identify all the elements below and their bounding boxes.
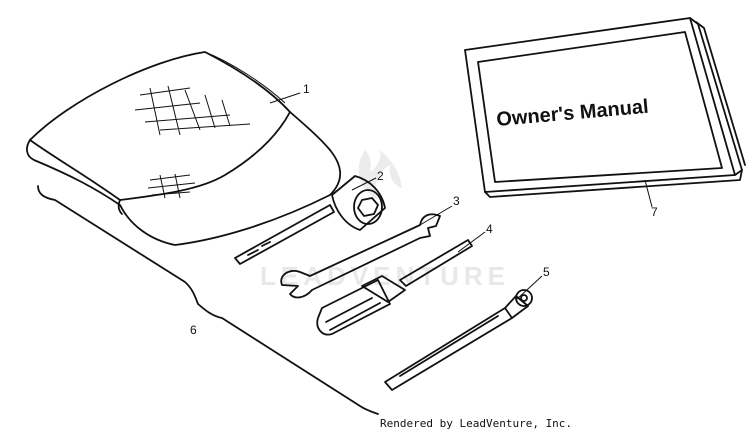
tool-bag [26,51,342,246]
callout-3: 3 [453,194,460,208]
callout-6: 6 [190,323,197,337]
render-credit: Rendered by LeadVenture, Inc. [380,417,572,430]
open-end-wrench [280,213,441,299]
leadventure-watermark: LEADVENTURE [260,150,505,291]
callout-5: 5 [543,265,550,279]
owners-manual: Owner's Manual [464,17,746,198]
group-bracket [37,185,379,415]
callout-4: 4 [486,222,493,236]
callout-2: 2 [377,169,384,183]
callout-1: 1 [303,82,310,96]
manual-title: Owner's Manual [496,96,650,131]
screwdriver [316,239,473,336]
plug-wrench [234,175,386,265]
callout-7: 7 [651,205,658,219]
tire-gauge [384,289,533,391]
